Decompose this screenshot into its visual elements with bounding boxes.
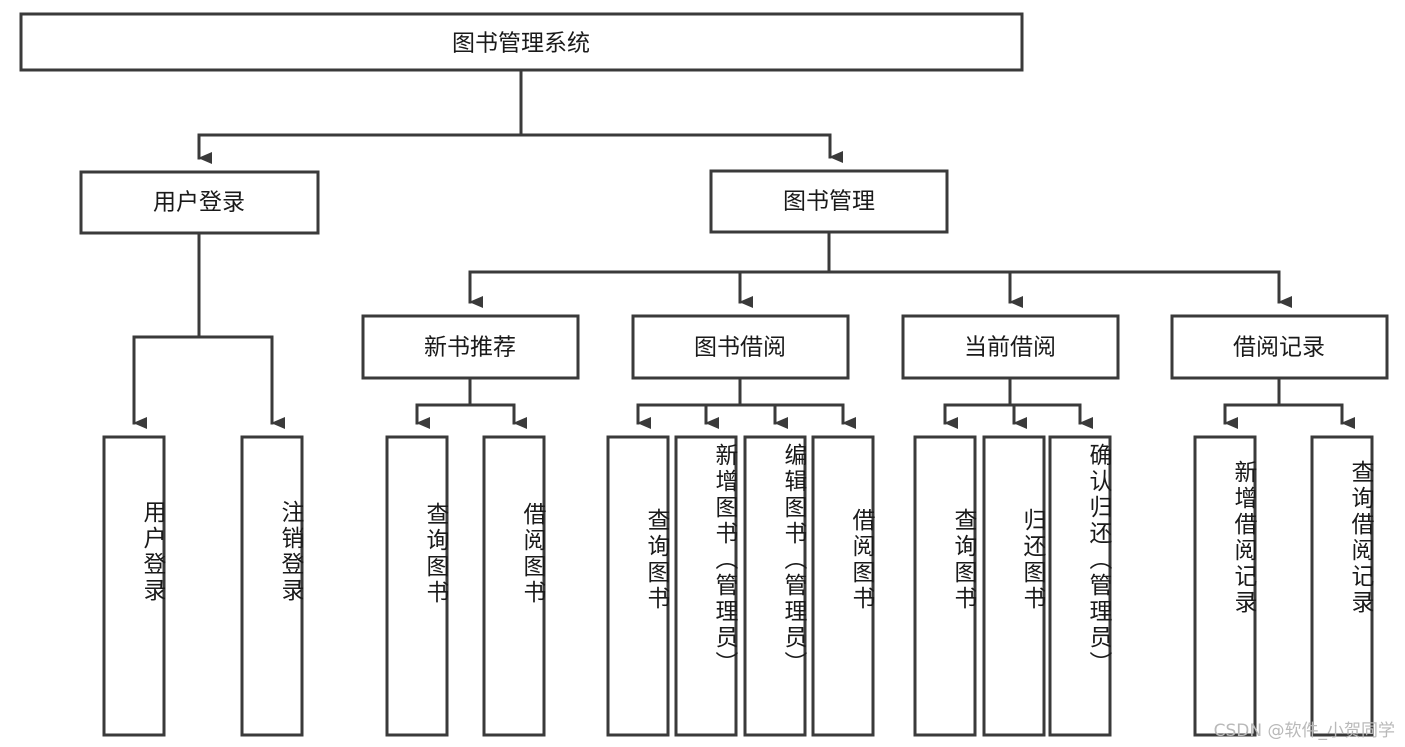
leaf-box-confirm-return-admin[interactable]: [1048, 435, 1112, 737]
leaf-box-user-logout[interactable]: [240, 435, 304, 737]
node-root-system-box: [19, 12, 1024, 72]
leaf-box-query-borrow-record[interactable]: [1310, 435, 1374, 737]
connector-current-to-leaves: [943, 376, 1093, 429]
connector-bookmgmt-to-level2: [468, 230, 1292, 308]
node-book-borrow-box: [631, 314, 850, 380]
node-book-management-box: [709, 169, 949, 234]
leaf-box-query-book-newbook[interactable]: [385, 435, 449, 737]
connector-userlogin-to-leaves: [132, 231, 285, 429]
node-borrow-record[interactable]: 借阅记录: [1170, 314, 1389, 380]
node-user-login-box: [79, 170, 320, 235]
node-borrow-record-label: 借阅记录: [1233, 335, 1325, 361]
node-book-management-label: 图书管理: [783, 189, 875, 215]
leaf-box-borrow-book[interactable]: [811, 435, 875, 737]
node-root-system-label: 图书管理系统: [452, 31, 590, 57]
leaf-box-user-login[interactable]: [102, 435, 166, 737]
leaf-box-add-book-admin[interactable]: [674, 435, 738, 737]
node-new-book-recommend[interactable]: 新书推荐: [361, 314, 580, 380]
connector-root-to-level1: [197, 68, 843, 164]
node-current-borrow-box: [901, 314, 1120, 380]
connector-borrow-to-leaves: [636, 376, 856, 429]
node-book-borrow-label: 图书借阅: [694, 335, 786, 361]
leaf-box-add-borrow-record[interactable]: [1193, 435, 1257, 737]
node-user-login[interactable]: 用户登录: [79, 170, 320, 235]
node-book-borrow[interactable]: 图书借阅: [631, 314, 850, 380]
connector-record-to-leaves: [1223, 376, 1355, 429]
connector-newbook-to-leaves: [415, 376, 527, 429]
node-new-book-recommend-box: [361, 314, 580, 380]
node-current-borrow-label: 当前借阅: [964, 335, 1056, 361]
node-user-login-label: 用户登录: [153, 190, 245, 216]
node-book-management[interactable]: 图书管理: [709, 169, 949, 234]
leaf-box-return-book[interactable]: [982, 435, 1046, 737]
node-root-system[interactable]: 图书管理系统: [19, 12, 1024, 72]
leaf-box-query-book-borrow[interactable]: [606, 435, 670, 737]
csdn-watermark: CSDN @软件_小贺同学: [1213, 721, 1395, 741]
node-current-borrow[interactable]: 当前借阅: [901, 314, 1120, 380]
leaf-box-edit-book-admin[interactable]: [743, 435, 807, 737]
leaf-box-borrow-book-newbook[interactable]: [482, 435, 546, 737]
node-new-book-recommend-label: 新书推荐: [424, 335, 516, 361]
leaf-box-query-book-current[interactable]: [913, 435, 977, 737]
node-borrow-record-box: [1170, 314, 1389, 380]
